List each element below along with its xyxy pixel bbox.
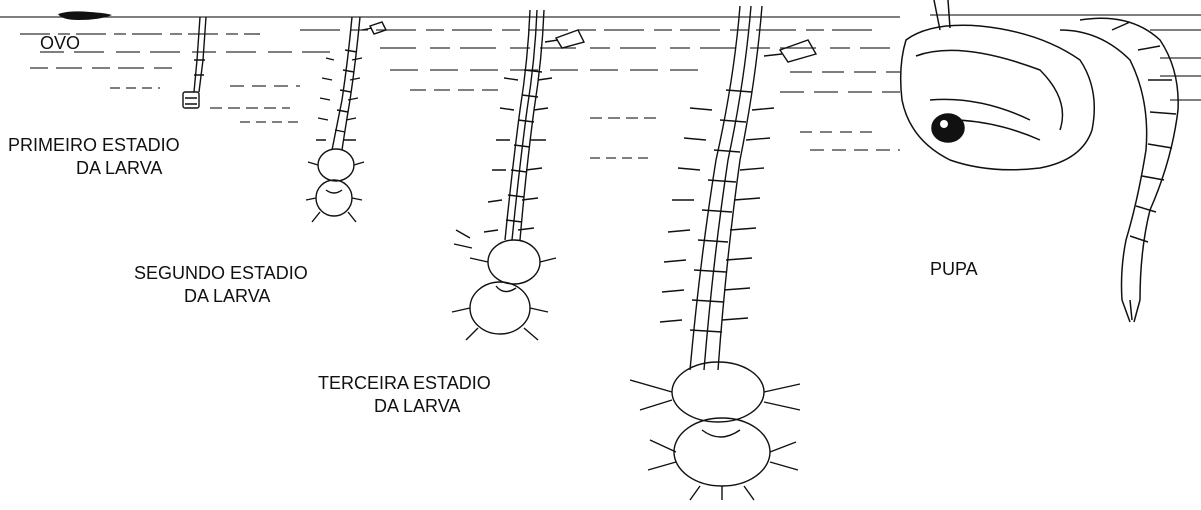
second-instar-label: SEGUNDO ESTADIO DA LARVA <box>134 262 308 308</box>
first-instar-label-line-2: DA LARVA <box>8 157 180 180</box>
third-instar-larva <box>452 10 584 340</box>
second-instar-larva <box>306 17 386 222</box>
fourth-instar-larva <box>630 6 816 500</box>
third-instar-label-line-2: DA LARVA <box>318 395 491 418</box>
second-instar-label-line-2: DA LARVA <box>134 285 308 308</box>
egg-label-text: OVO <box>40 32 80 55</box>
first-instar-label: PRIMEIRO ESTADIO DA LARVA <box>8 134 180 180</box>
pupa-label-text: PUPA <box>930 258 978 281</box>
third-instar-label: TERCEIRA ESTADIO DA LARVA <box>318 372 491 418</box>
third-instar-label-line-1: TERCEIRA ESTADIO <box>318 372 491 395</box>
egg-label: OVO <box>40 32 80 55</box>
water-surface <box>0 15 1201 158</box>
egg-raft <box>58 11 112 20</box>
pupa-label: PUPA <box>930 258 978 281</box>
first-instar-larva <box>183 17 206 108</box>
first-instar-label-line-1: PRIMEIRO ESTADIO <box>8 134 180 157</box>
second-instar-label-line-1: SEGUNDO ESTADIO <box>134 262 308 285</box>
